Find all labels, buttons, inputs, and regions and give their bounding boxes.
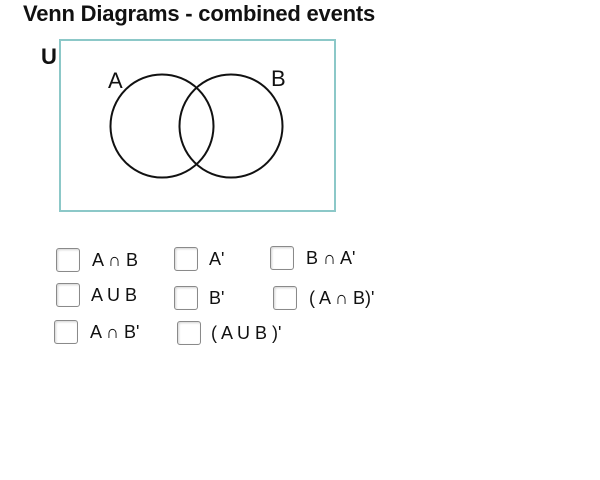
set-a-label: A — [108, 68, 123, 93]
checkbox[interactable] — [54, 320, 78, 344]
set-b-circle — [178, 73, 284, 179]
option-b-and-a-complement[interactable]: B ∩ A' — [270, 244, 355, 272]
option-a-and-b-complement-group[interactable]: ( A ∩ B)' — [273, 284, 374, 312]
option-a-union-b[interactable]: A U B — [56, 281, 137, 309]
page-title: Venn Diagrams - combined events — [23, 1, 376, 26]
option-a-and-b-complement[interactable]: A ∩ B' — [54, 318, 139, 346]
option-a-complement[interactable]: A' — [174, 245, 224, 273]
checkbox[interactable] — [56, 248, 80, 272]
checkbox[interactable] — [270, 246, 294, 270]
option-label: A ∩ B — [92, 249, 138, 270]
option-a-and-b[interactable]: A ∩ B — [56, 246, 138, 274]
option-label: B' — [209, 287, 225, 308]
option-label: B ∩ A' — [306, 247, 356, 268]
option-label: ( A ∩ B)' — [309, 287, 375, 308]
option-a-union-b-complement-group[interactable]: ( A U B )' — [177, 319, 281, 347]
option-label: ( A U B )' — [211, 322, 282, 343]
option-label: A' — [209, 248, 225, 269]
checkbox[interactable] — [174, 247, 198, 271]
checkbox[interactable] — [177, 321, 201, 345]
option-label: A U B — [91, 284, 138, 305]
set-a-circle — [109, 73, 215, 179]
universe-label: U — [41, 44, 57, 69]
venn-diagram-box — [59, 39, 336, 212]
set-b-label: B — [271, 66, 286, 91]
option-b-complement[interactable]: B' — [174, 284, 224, 312]
checkbox[interactable] — [56, 283, 80, 307]
checkbox[interactable] — [174, 286, 198, 310]
option-label: A ∩ B' — [90, 321, 140, 342]
checkbox[interactable] — [273, 286, 297, 310]
